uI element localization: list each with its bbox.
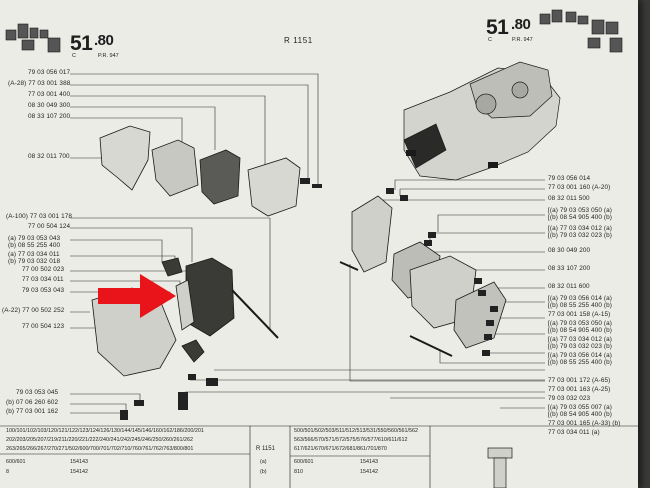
applicability-row: 600/601 (294, 459, 314, 465)
part-label: 77 03 001 400 (28, 91, 71, 98)
part-label: (b) 08 55 255 400 (8, 242, 61, 249)
part-label: 08 33 107 200 (28, 113, 71, 120)
applicability-row: 100/101/102/103/120/121/122/123/124/126/… (6, 428, 204, 434)
applicability-row: 563/566/570/571/572/575/576/577/610/611/… (294, 437, 408, 443)
part-label: [(b) 79 03 032 023 (b) (548, 232, 613, 239)
part-label: 77 03 001 172 (A-65) (548, 377, 611, 384)
applicability-row: 8 (6, 469, 9, 475)
applicability-row: 154142 (360, 469, 378, 475)
part-label: [(a) 79 03 056 014 (a) (548, 295, 613, 302)
applicability-row: 154143 (70, 459, 88, 465)
part-label: (a) 77 03 034 011 (8, 251, 60, 258)
part-label: 77 00 504 124 (28, 223, 71, 230)
part-label: (b) 07 06 260 602 (6, 399, 59, 406)
reference-code: R 1151 (284, 36, 313, 45)
red-pointer-arrow (98, 274, 176, 318)
part-label: 79 03 032 023 (548, 395, 591, 402)
part-label: [(b) 08 54 905 400 (b) (548, 327, 613, 334)
part-label: [(a) 77 03 034 012 (a) (548, 225, 613, 232)
part-label: 08 32 011 600 (548, 283, 590, 290)
part-label: (A-22) 77 00 502 252 (2, 307, 65, 314)
part-label: (A-28) 77 03 001 388 (8, 80, 71, 87)
applicability-row: 154142 (70, 469, 88, 475)
group-number-left: 51 (70, 32, 93, 55)
part-label: [(b) 08 55 255 400 (b) (548, 302, 613, 309)
part-label: 08 32 011 700 (28, 153, 70, 160)
part-label: [(b) 08 54 905 400 (b) (548, 214, 613, 221)
subgroup-number-right: .80 (511, 16, 531, 33)
part-label: [(a) 77 03 034 012 (a) (548, 336, 613, 343)
part-label: 77 03 001 165 (A-33) (b) (548, 420, 621, 427)
part-label: 79 03 056 014 (548, 175, 591, 182)
part-label: 08 33 107 200 (548, 265, 591, 272)
applicability-row: 154143 (360, 459, 378, 465)
part-label: 08 32 011 500 (548, 195, 590, 202)
part-label: 79 03 053 043 (22, 287, 65, 294)
applicability-row: 600/601 (6, 459, 26, 465)
part-label: (b) 79 03 032 018 (8, 258, 61, 265)
part-label: 77 00 504 123 (22, 323, 65, 330)
pr-number-right: P.R. 947 (512, 37, 533, 43)
part-label: 77 03 034 011 (a) (548, 429, 600, 436)
applicability-row: 810 (294, 469, 303, 475)
part-label: (a) 79 03 053 043 (8, 235, 61, 242)
part-label: [(b) 79 03 032 023 (b) (548, 343, 613, 350)
part-label: 79 03 053 045 (16, 389, 59, 396)
part-label: (b) 77 03 001 162 (6, 408, 59, 415)
table-ref: R 1151 (256, 446, 275, 452)
applicability-row: 202/203/205/207/219/211/220/221/222/240/… (6, 437, 193, 443)
part-label: (A-100) 77 03 001 178 (6, 213, 73, 220)
part-label: 08 30 049 200 (548, 247, 591, 254)
part-label: [(b) 08 54 905 400 (b) (548, 411, 613, 418)
part-label: 77 03 001 163 (A-25) (548, 386, 611, 393)
letter-c-right: C (488, 37, 492, 43)
part-label: [(a) 79 03 053 050 (a) (548, 320, 613, 327)
pr-number-left: P.R. 947 (98, 53, 119, 59)
part-label: 77 03 034 011 (22, 276, 64, 283)
part-label: [(a) 79 03 053 050 (a) (548, 207, 613, 214)
part-label: [(a) 79 03 055 007 (a) (548, 404, 613, 411)
part-label: [(a) 79 03 056 014 (a) (548, 352, 613, 359)
subgroup-number-left: .80 (94, 32, 114, 49)
group-number-right: 51 (486, 16, 509, 39)
table-mark-b: (b) (260, 469, 267, 475)
part-label: 77 00 502 023 (22, 266, 65, 273)
part-label: 77 03 001 160 (A-20) (548, 184, 611, 191)
table-mark-a: (a) (260, 459, 267, 465)
letter-c-left: C (72, 53, 76, 59)
applicability-row: 617/621/670/671/672/681/861/701/870 (294, 446, 387, 452)
part-label: 79 03 056 017 (28, 69, 71, 76)
thumbnail-right-icon (539, 9, 623, 53)
part-label: 77 03 001 158 (A-15) (548, 311, 611, 318)
thumbnail-left-icon (5, 23, 61, 53)
applicability-row: 263/265/266/267/270/271/502/600/700/701/… (6, 446, 194, 452)
applicability-row: 500/501/502/503/511/512/513/531/550/560/… (294, 428, 419, 434)
part-label: 08 30 049 300 (28, 102, 71, 109)
part-label: [(b) 08 55 255 400 (b) (548, 359, 613, 366)
